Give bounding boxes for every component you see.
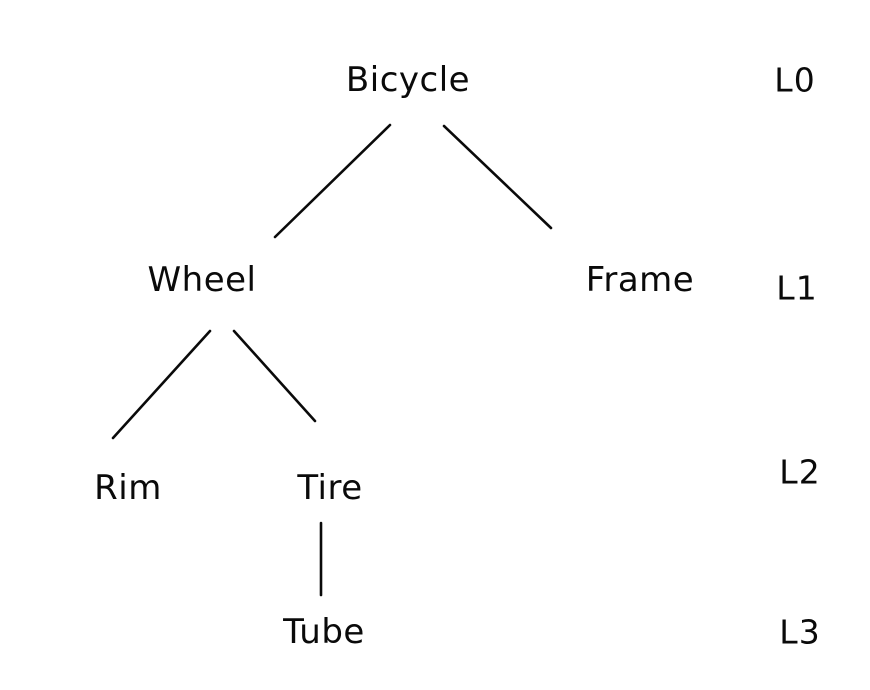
edge-wheel-to-rim [111,329,212,440]
edge-wheel-to-tire [232,329,317,423]
node-tube[interactable]: Tube [283,612,365,652]
node-tire[interactable]: Tire [297,468,363,508]
edge-bicycle-to-wheel [273,123,392,239]
level-label-l0: L0 [774,60,816,100]
node-rim[interactable]: Rim [94,468,162,508]
level-label-l1: L1 [776,268,818,308]
node-bicycle[interactable]: Bicycle [345,60,471,100]
level-label-l2: L2 [779,452,821,492]
edge-bicycle-to-frame [442,124,553,230]
node-frame[interactable]: Frame [585,260,695,300]
level-label-l3: L3 [779,612,821,652]
node-wheel[interactable]: Wheel [147,260,257,300]
